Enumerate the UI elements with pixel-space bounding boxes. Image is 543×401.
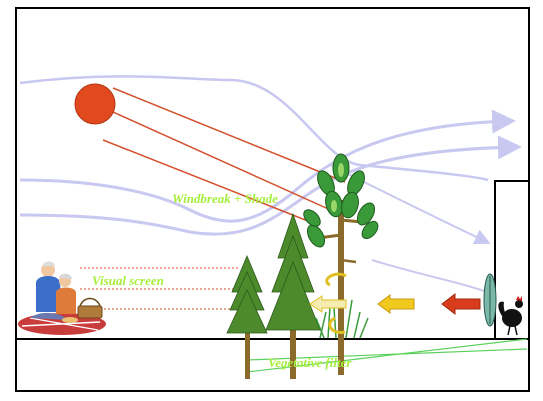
odor-deflection-arrows bbox=[325, 272, 347, 334]
vegetative-filter-label: Vegetative filter bbox=[268, 355, 352, 370]
filtered-air-arrow bbox=[309, 295, 347, 313]
wind-line-to-barn-lower bbox=[371, 259, 488, 293]
wind-line-low bbox=[19, 135, 522, 236]
wind-line-mid bbox=[19, 109, 516, 223]
small-conifer-tree bbox=[226, 254, 268, 340]
windbreak-shade-label: Windbreak + Shade bbox=[172, 191, 278, 206]
exhaust-fan-icon bbox=[483, 273, 497, 327]
rooster-icon bbox=[498, 296, 523, 336]
wind-line-to-barn bbox=[329, 164, 491, 245]
sun-rays bbox=[102, 87, 346, 226]
wind-line-upper bbox=[19, 75, 489, 182]
tall-conifer-tree bbox=[265, 212, 321, 340]
visual-screen-label: Visual screen bbox=[92, 273, 164, 288]
source-emission-arrow bbox=[441, 292, 481, 316]
odor-arrow bbox=[377, 294, 415, 314]
sun-icon bbox=[74, 83, 116, 125]
picnic-couple-icon bbox=[18, 261, 106, 335]
wind-flow-lines bbox=[19, 75, 522, 293]
deciduous-tree bbox=[303, 153, 379, 340]
tree-roots bbox=[245, 339, 344, 379]
